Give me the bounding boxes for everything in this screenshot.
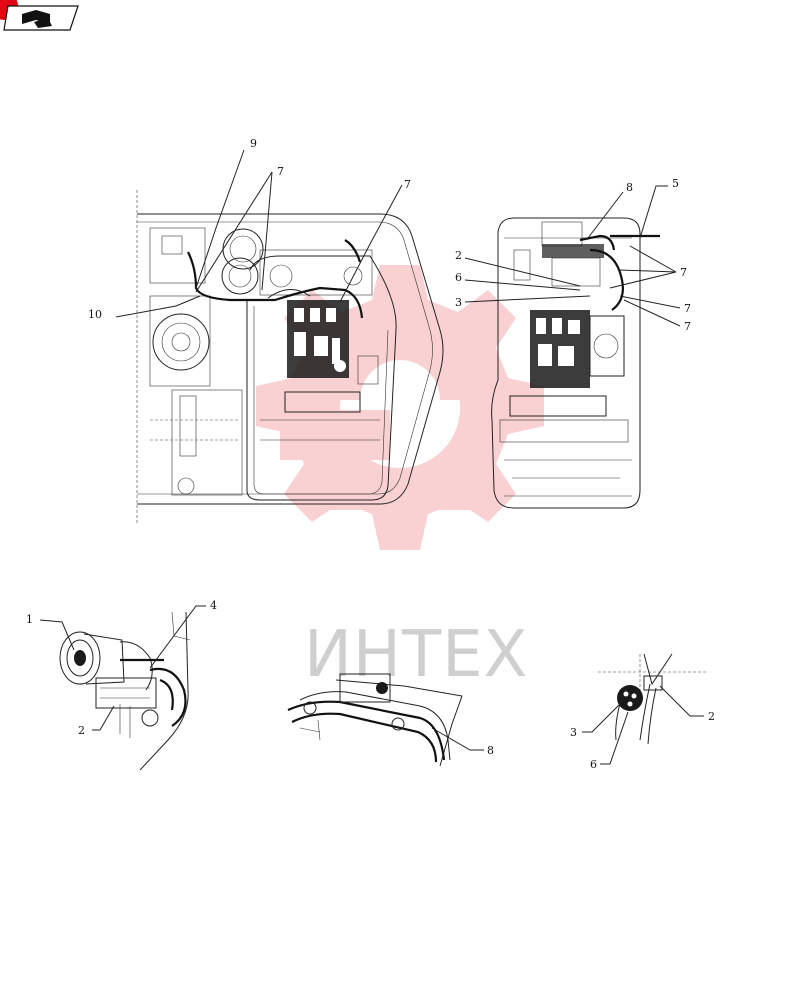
watermark-text: ИНТЕХ bbox=[304, 618, 528, 692]
callout-7-b: 7 bbox=[684, 302, 691, 315]
header-badge[interactable] bbox=[0, 0, 79, 31]
callout-7-c: 7 bbox=[684, 320, 691, 333]
callout-3-right: 3 bbox=[455, 296, 462, 309]
callout-10: 10 bbox=[88, 308, 102, 321]
callout-4: 4 bbox=[210, 599, 217, 612]
detail-c-callouts: 3 2 6 bbox=[570, 685, 715, 771]
engine-block-main bbox=[284, 300, 361, 413]
callout-9: 9 bbox=[250, 137, 257, 150]
callout-6-detail-c: 6 bbox=[590, 758, 597, 771]
main-plan-callouts: 9 7 7 10 bbox=[88, 137, 411, 321]
main-plan-view bbox=[136, 190, 444, 525]
callout-7-right: 7 bbox=[404, 178, 411, 191]
detail-view-b bbox=[287, 673, 463, 767]
right-plan-callouts: 8 5 2 6 3 7 7 7 bbox=[455, 177, 691, 333]
detail-view-a bbox=[59, 611, 191, 771]
callout-3-detail-c: 3 bbox=[570, 726, 577, 739]
callout-7-left: 7 bbox=[277, 165, 284, 178]
callout-7-a: 7 bbox=[680, 266, 687, 279]
engine-block-right bbox=[530, 310, 625, 388]
detail-b-callouts: 8 bbox=[431, 727, 494, 757]
book-pencil-icon bbox=[22, 10, 52, 28]
right-plan-view bbox=[491, 217, 660, 509]
callout-5: 5 bbox=[672, 177, 679, 190]
detail-view-c bbox=[598, 653, 708, 745]
callout-8-right: 8 bbox=[626, 181, 633, 194]
callout-6-right: 6 bbox=[455, 271, 462, 284]
callout-2-right: 2 bbox=[455, 249, 462, 262]
callout-2-detail-c: 2 bbox=[708, 710, 715, 723]
callout-2-detail-a: 2 bbox=[78, 724, 85, 737]
callout-8-detail-b: 8 bbox=[487, 744, 494, 757]
callout-1: 1 bbox=[26, 613, 33, 626]
detail-a-callouts: 1 4 2 bbox=[26, 599, 217, 737]
